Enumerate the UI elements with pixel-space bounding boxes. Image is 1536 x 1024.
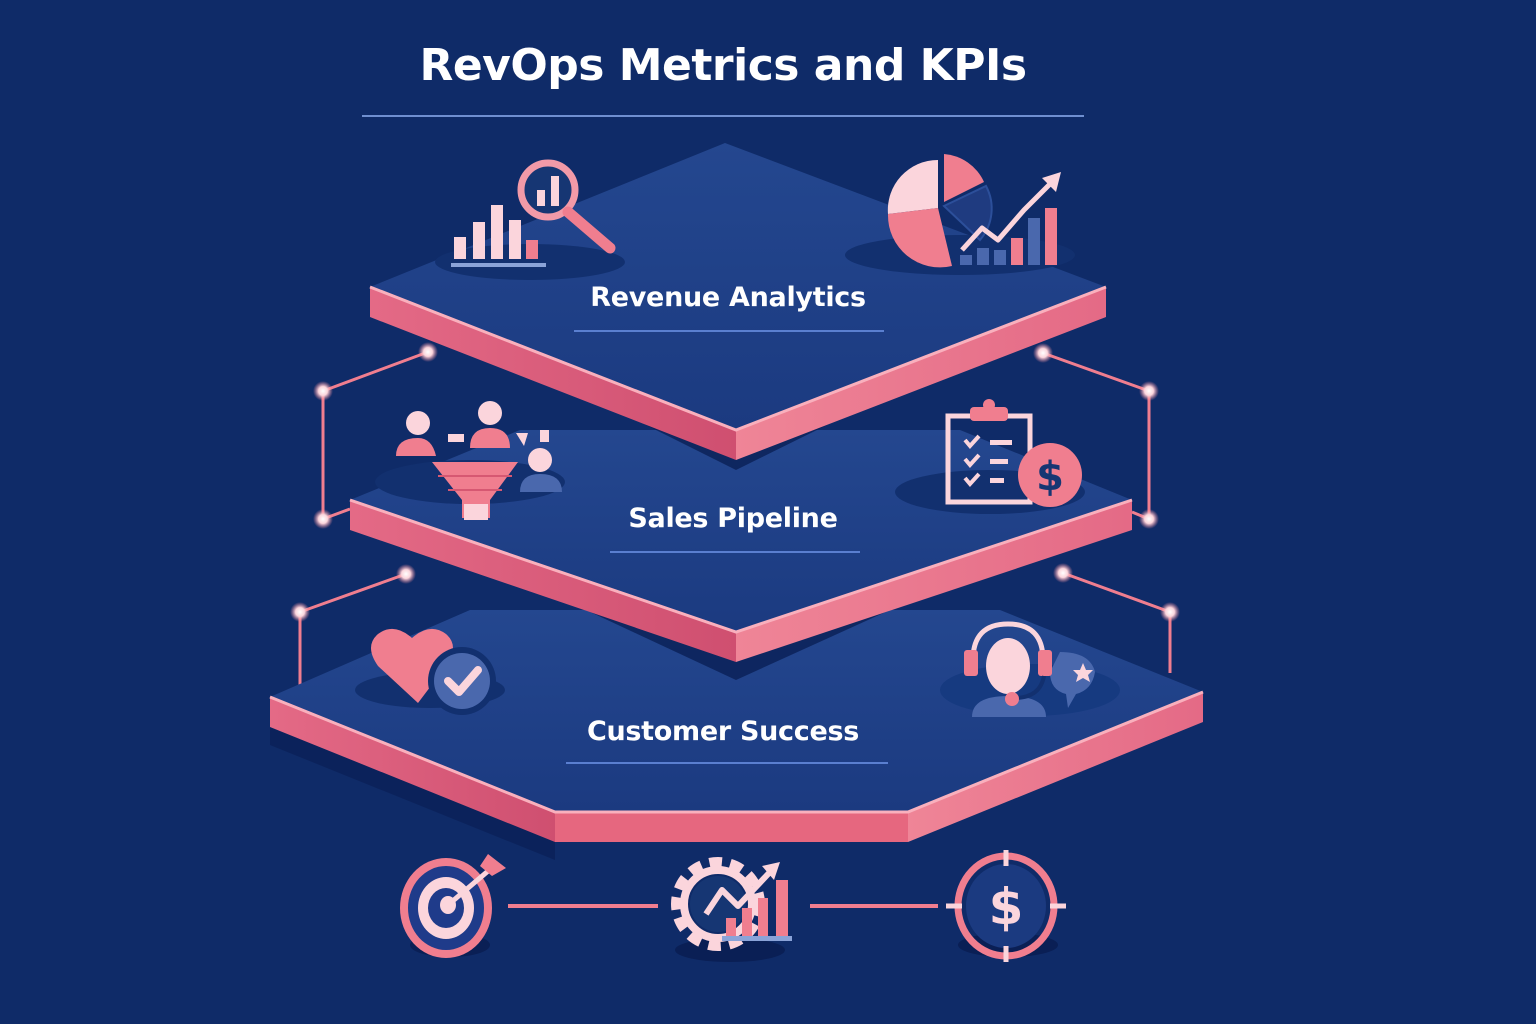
layer-label-customer-success: Customer Success <box>586 716 860 747</box>
checklist-dollar-icon: $ <box>895 399 1085 514</box>
layer-label-revenue-analytics: Revenue Analytics <box>590 282 866 313</box>
heart-check-icon <box>355 628 505 715</box>
connector-nodes <box>290 342 1180 622</box>
layer-label-sales-pipeline: Sales Pipeline <box>628 503 838 534</box>
layer-divider <box>566 762 888 764</box>
gear-growth-chart-icon <box>671 857 792 962</box>
page-title: RevOps Metrics and KPIs <box>419 40 1027 91</box>
dollar-crosshair-icon: $ <box>946 850 1066 962</box>
people-funnel-icon <box>375 401 565 520</box>
bar-chart-magnifier-icon <box>435 159 625 280</box>
support-headset-star-icon <box>940 621 1120 717</box>
title-divider <box>362 115 1084 117</box>
pie-chart-growth-icon <box>845 154 1075 275</box>
target-arrow-icon <box>400 854 506 958</box>
layer-divider <box>574 330 884 332</box>
layer-divider <box>610 551 860 553</box>
svg-text:$: $ <box>989 878 1024 936</box>
svg-text:$: $ <box>1036 454 1064 500</box>
